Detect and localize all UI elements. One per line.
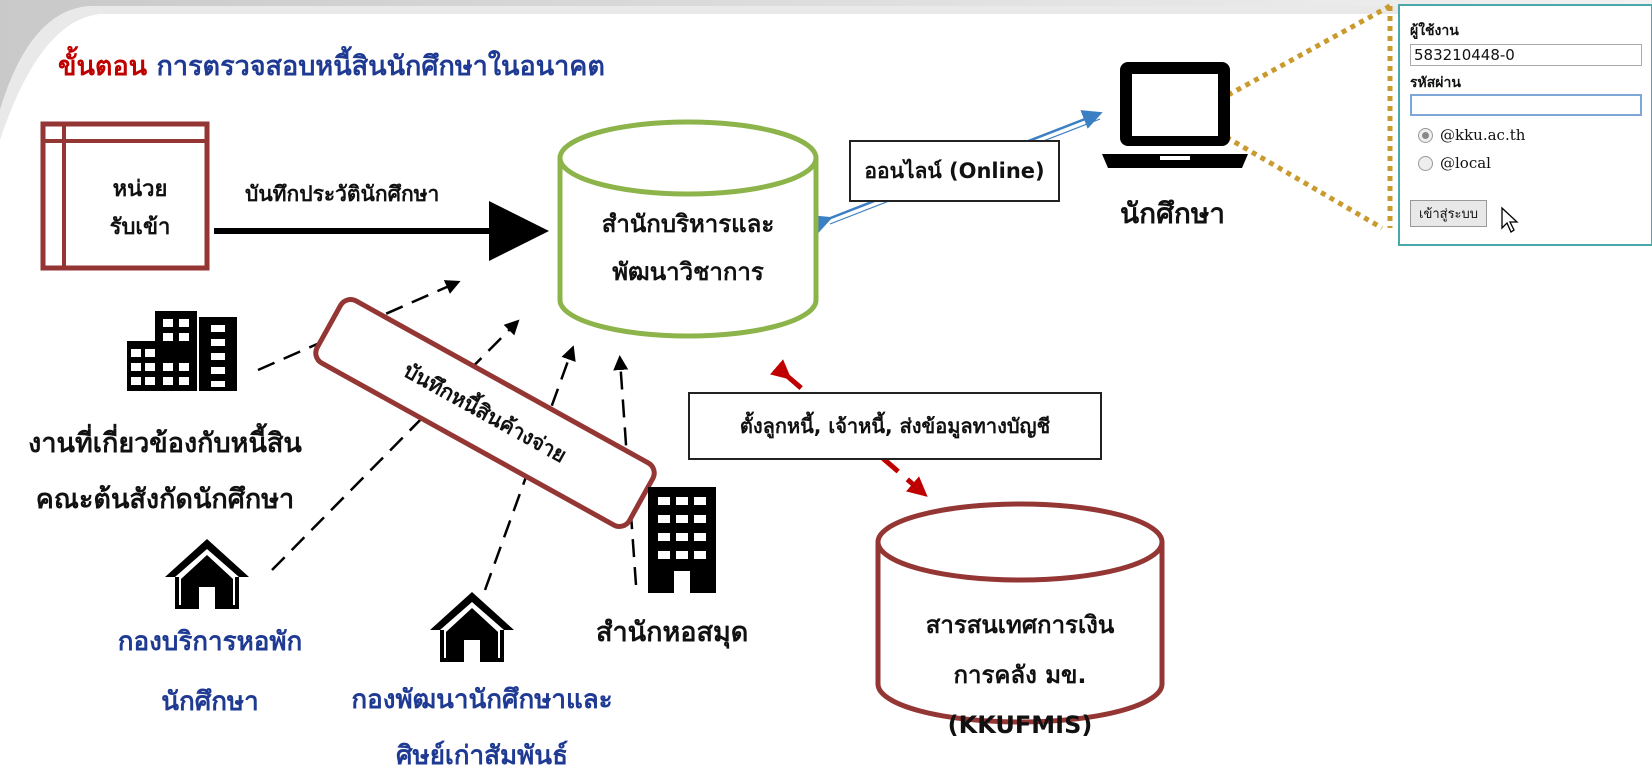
admission-unit-line1: หน่วย [112,177,168,202]
student-label: นักศึกษา [1120,197,1225,230]
finance-system-line3: (KKUFMIS) [947,711,1093,739]
laptop-icon [1102,62,1248,168]
house-icon [430,592,514,662]
related-units-label: งานที่เกี่ยวข้องกับหนี้สิน คณะต้นสังกัดน… [0,416,330,528]
radio-local[interactable]: @local [1418,154,1491,172]
academic-office-line2: พัฒนาวิชาการ [612,258,764,286]
admission-unit-label: หน่วย รับเข้า [80,171,200,247]
academic-office-line1: สำนักบริหารและ [601,210,775,238]
title-text: การตรวจสอบหนี้สินนักศึกษาในอนาคต [156,51,605,82]
finance-system-label: สารสนเทศการเงิน การคลัง มข. (KKUFMIS) [880,600,1160,750]
arrow-related-units [257,280,461,372]
password-field[interactable] [1410,94,1642,116]
finance-system-line1: สารสนเทศการเงิน [925,611,1115,639]
title-step-word: ขั้นตอน [58,51,148,82]
academic-office-label: สำนักบริหารและ พัฒนาวิชาการ [576,200,800,296]
username-field[interactable]: 583210448-0 [1410,44,1642,66]
student-dev-line2: ศิษย์เก่าสัมพันธ์ [396,741,568,771]
online-label: ออนไลน์ (Online) [849,140,1060,202]
related-units-line2: คณะต้นสังกัดนักศึกษา [35,484,295,515]
admission-unit-icon [40,121,210,271]
mouse-cursor-icon [1501,206,1519,233]
login-button[interactable]: เข้าสู่ระบบ [1410,200,1488,227]
radio-kku[interactable]: @kku.ac.th [1418,126,1525,144]
student-dev-label: กองพัฒนานักศึกษาและ ศิษย์เก่าสัมพันธ์ [322,672,642,784]
radio-local-dot[interactable] [1418,155,1433,171]
radio-kku-dot[interactable] [1418,127,1433,143]
student-dev-line1: กองพัฒนานักศึกษาและ [351,685,613,715]
login-panel: ผู้ใช้งาน 583210448-0 รหัสผ่าน @kku.ac.t… [1398,4,1652,246]
library-building-icon [648,487,716,593]
record-history-label: บันทึกประวัตินักศึกษา [245,182,440,206]
page-title: ขั้นตอน การตรวจสอบหนี้สินนักศึกษาในอนาคต [58,44,605,87]
dormitory-line1: กองบริการหอพัก [117,627,303,657]
dormitory-line2: นักศึกษา [161,687,259,717]
library-label: สำนักหอสมุด [596,617,749,648]
dormitory-label: กองบริการหอพัก นักศึกษา [110,612,310,732]
office-buildings-icon [127,311,237,391]
house-icon [165,539,249,609]
radio-local-label: @local [1440,154,1491,172]
username-caption: ผู้ใช้งาน [1410,23,1459,39]
debt-setup-label: ตั้งลูกหนี้, เจ้าหนี้, ส่งข้อมูลทางบัญชี [688,392,1102,460]
academic-office-database-icon [557,119,819,339]
related-units-line1: งานที่เกี่ยวข้องกับหนี้สิน [28,428,302,459]
password-caption: รหัสผ่าน [1410,75,1461,91]
finance-database-icon [875,501,1165,725]
finance-system-line2: การคลัง มข. [953,661,1087,689]
radio-kku-label: @kku.ac.th [1440,126,1526,144]
admission-unit-line2: รับเข้า [109,215,171,240]
